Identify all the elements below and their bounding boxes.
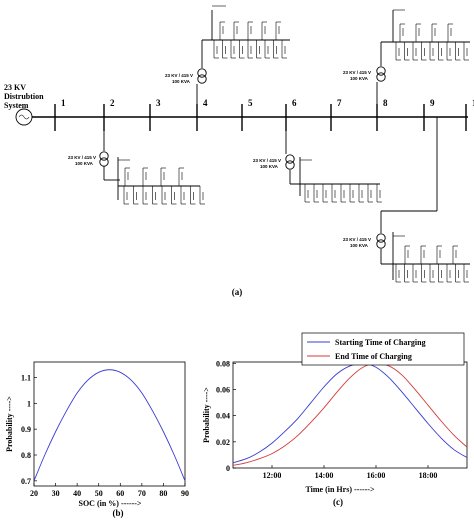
bus-number-label: 7 <box>337 98 342 108</box>
plot-area-c <box>232 361 468 469</box>
b-ylabel: Probability ----> <box>5 396 14 452</box>
c-xlabel: Time (in Hrs) ------> <box>305 485 375 494</box>
soc-series-line <box>33 369 186 482</box>
plot-area-b <box>33 361 186 487</box>
load-subtrees <box>123 21 469 283</box>
x-tick-label: 50 <box>95 489 103 498</box>
lateral-bus-8: 23 KV / 415 V 100 KVA <box>343 9 470 117</box>
caption-b: (b) <box>113 508 124 518</box>
lateral-bus-6: 23 KV / 415 V 100 KVA <box>253 117 380 196</box>
legend: Starting Time of Charging End Time of Ch… <box>301 332 465 366</box>
bus-number-label: 8 <box>383 98 388 108</box>
y-tick-label: 1 <box>27 399 31 408</box>
legend-start-label: Starting Time of Charging <box>335 338 426 347</box>
transformer-icon <box>99 151 109 161</box>
x-tick-label: 40 <box>73 489 81 498</box>
ac-wave-icon <box>18 114 30 120</box>
lateral-bus-4: 23 KV / 415 V 100 KVA <box>165 5 290 117</box>
x-tick-label: 16:00 <box>367 471 386 480</box>
x-tick-label: 12:00 <box>263 471 282 480</box>
transformer-icon <box>376 72 386 82</box>
source-label-line-2: Distrubtion <box>4 92 44 101</box>
legend-end-label: End Time of Charging <box>335 352 412 361</box>
transformer-label-10: 23 KV / 415 V 100 KVA <box>343 237 372 248</box>
x-tick-label: 14:00 <box>315 471 334 480</box>
x-tick-label: 70 <box>138 489 146 498</box>
transformer-label-6: 23 KV / 415 V 100 KVA <box>253 158 282 169</box>
bus-number-label: 2 <box>110 98 115 108</box>
caption-c: (c) <box>333 497 343 507</box>
x-tick-label: 30 <box>52 489 60 498</box>
bus-number-label: 3 <box>156 98 161 108</box>
transformer-icon <box>285 154 295 164</box>
end-time-series-line <box>232 362 468 466</box>
bus-number-label: 5 <box>248 98 253 108</box>
x-tick-label: 20 <box>30 489 38 498</box>
source-label: 23 KV Distrubtion System <box>4 83 46 110</box>
bus-number-label: 10 <box>472 98 474 108</box>
bus-number-label: 9 <box>430 98 435 108</box>
source-label-line-3: System <box>4 101 29 110</box>
charging-time-chart: 12:00 14:00 16:00 18:00 0 0.02 0.04 0.06 0.08 St… <box>202 332 468 507</box>
y-tick-label: 0 <box>226 464 230 473</box>
y-tick-label: 0.04 <box>216 412 230 421</box>
soc-chart: 20 30 40 50 60 70 80 90 0.7 0.8 0.9 1 1.1 Probabilit… <box>5 361 189 518</box>
x-tick-label: 18:00 <box>419 471 438 480</box>
y-tick-label: 0.08 <box>216 359 230 368</box>
c-ylabel: Probability ----> <box>202 387 211 443</box>
x-tick-label: 90 <box>181 489 189 498</box>
source-label-line-1: 23 KV <box>4 83 26 92</box>
network-diagram: 23 KV Distrubtion System 1 2 3 4 5 6 7 8 9 10 23 … <box>4 5 474 297</box>
feeder-buses: 1 2 3 4 5 6 7 8 9 10 <box>54 98 474 131</box>
transformer-label-4: 23 KV / 415 V 100 KVA <box>165 73 194 84</box>
lateral-bus-10: 23 KV / 415 V 100 KVA <box>343 117 470 280</box>
caption-a: (a) <box>232 287 243 297</box>
transformer-icon <box>197 74 207 84</box>
y-tick-label: 0.8 <box>21 451 31 460</box>
y-tick-label: 0.02 <box>216 438 230 447</box>
bus-number-label: 1 <box>61 98 66 108</box>
bus-number-label: 4 <box>203 98 208 108</box>
y-tick-label: 0.06 <box>216 385 230 394</box>
transformer-label-2: 23 KV / 415 V 100 KVA <box>68 155 97 166</box>
x-tick-label: 60 <box>116 489 124 498</box>
y-tick-label: 0.9 <box>21 425 31 434</box>
transformer-label-8: 23 KV / 415 V 100 KVA <box>343 70 372 81</box>
lateral-bus-2: 23 KV / 415 V 100 KVA <box>68 117 200 200</box>
y-tick-label: 1.1 <box>21 374 31 383</box>
start-time-series-line <box>232 362 468 464</box>
transformer-icon <box>376 233 386 243</box>
y-tick-label: 0.7 <box>21 477 31 486</box>
b-xlabel: SOC (in %) ------> <box>79 499 142 508</box>
bus-number-label: 6 <box>292 98 297 108</box>
x-tick-label: 80 <box>159 489 167 498</box>
